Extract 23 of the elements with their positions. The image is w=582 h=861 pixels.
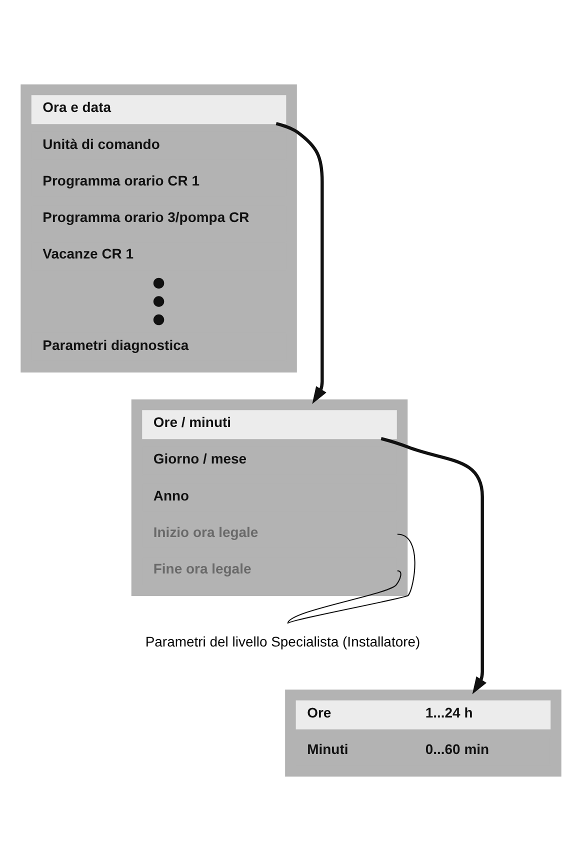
node-circle xyxy=(153,296,164,307)
node-box: Ore 1...24 h xyxy=(296,700,551,730)
connector xyxy=(287,570,402,624)
node-text: Fine ora legale xyxy=(153,560,252,576)
node-text: Parametri diagnostica xyxy=(42,336,189,353)
node-text: Programma orario 3/pompa CR xyxy=(42,208,250,225)
node-text: Giorno / mese xyxy=(153,450,247,467)
cluster xyxy=(285,690,562,777)
node-text: Minuti 0...60 min xyxy=(307,740,490,757)
node-box: Ore / minuti xyxy=(142,410,397,440)
arrow xyxy=(276,122,326,404)
node-text: Parametri del livello Specialista (Installatore) xyxy=(145,633,420,650)
cluster xyxy=(131,399,408,596)
node-text: Programma orario CR 1 xyxy=(42,172,200,188)
cluster xyxy=(20,84,297,372)
node-circle xyxy=(153,278,164,289)
node-box: Ora e data xyxy=(31,95,286,124)
node-text: Unità di comando xyxy=(42,136,160,152)
node-text: Inizio ora legale xyxy=(153,524,258,540)
arrow xyxy=(380,437,487,694)
node-circle xyxy=(153,314,164,326)
node-text: Anno xyxy=(153,487,190,504)
node-text: Vacanze CR 1 xyxy=(42,245,134,262)
